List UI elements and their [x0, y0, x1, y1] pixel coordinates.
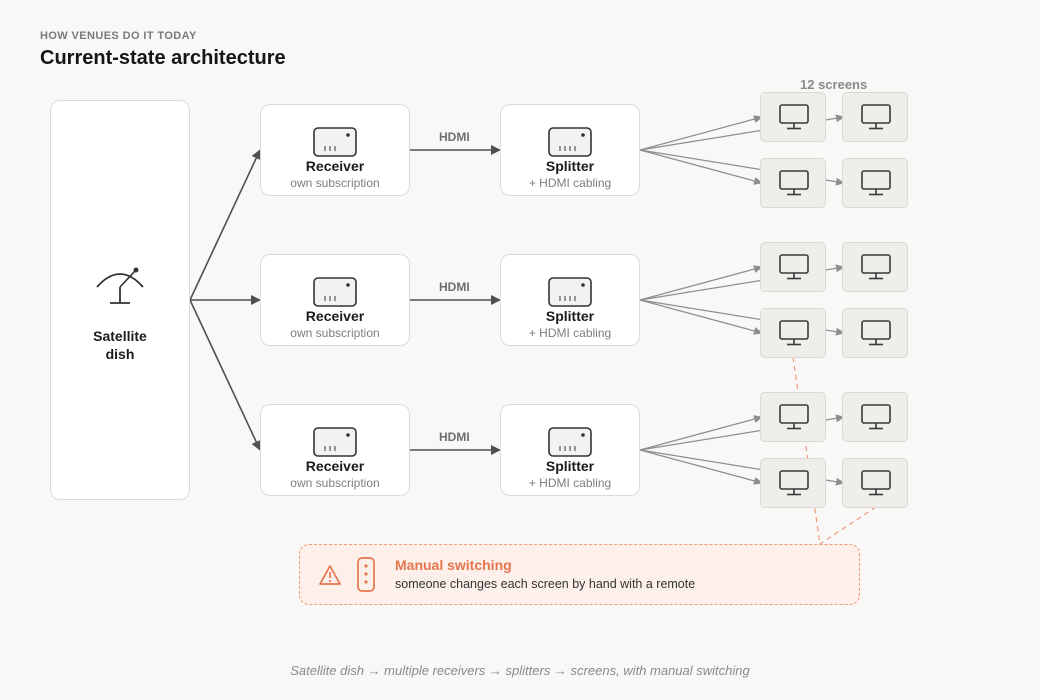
splitter-sub: + HDMI cabling — [528, 176, 612, 190]
splitter-node: Splitter + HDMI cabling — [500, 404, 640, 496]
monitor-icon — [779, 320, 809, 346]
fanout-1c — [639, 149, 763, 185]
eyebrow: HOW VENUES DO IT TODAY — [40, 30, 197, 42]
splitter-box-icon — [548, 127, 592, 162]
splitter-sub: + HDMI cabling — [528, 326, 612, 340]
splitter-label: Splitter — [545, 158, 595, 174]
screens-count-label: 12 screens — [800, 77, 868, 92]
receiver-sub: own subscription — [290, 476, 380, 490]
splitter-node: Splitter + HDMI cabling — [500, 254, 640, 346]
monitor-icon — [861, 104, 891, 130]
warning-triangle-icon — [318, 564, 342, 591]
receiver-node: Receiver own subscription — [260, 254, 410, 346]
splitter-node: Splitter + HDMI cabling — [500, 104, 640, 196]
splitter-box-icon — [548, 277, 592, 312]
fanout-3a — [639, 415, 763, 451]
monitor-icon — [779, 254, 809, 280]
monitor-icon — [861, 404, 891, 430]
receiver-label: Receiver — [305, 158, 365, 174]
hdmi-label: HDMI — [439, 130, 470, 144]
monitor-icon — [779, 404, 809, 430]
screen-tile — [842, 308, 908, 358]
dish-to-receiver-3-arrow — [189, 299, 261, 451]
splitter-box-icon — [548, 427, 592, 462]
screen-tile — [760, 158, 826, 208]
receiver-node: Receiver own subscription — [260, 104, 410, 196]
monitor-icon — [861, 470, 891, 496]
splitter-sub: + HDMI cabling — [528, 476, 612, 490]
warning-description: someone changes each screen by hand with… — [395, 577, 696, 591]
screen-tile — [760, 392, 826, 442]
remote-control-icon — [356, 557, 376, 598]
splitter-label: Splitter — [545, 458, 595, 474]
screen-tile — [842, 242, 908, 292]
screen-tile — [760, 308, 826, 358]
receiver-label: Receiver — [305, 458, 365, 474]
page-title: Current-state architecture — [40, 47, 286, 69]
receiver-box-icon — [313, 277, 357, 312]
monitor-icon — [861, 320, 891, 346]
monitor-icon — [861, 254, 891, 280]
splitter-label: Splitter — [545, 308, 595, 324]
callout-line-2 — [819, 506, 877, 545]
manual-switching-callout: Manual switching someone changes each sc… — [299, 544, 860, 605]
warning-title: Manual switching — [395, 557, 512, 573]
monitor-icon — [779, 170, 809, 196]
screen-tile — [842, 392, 908, 442]
fanout-2c — [639, 299, 763, 335]
screen-tile — [842, 158, 908, 208]
hdmi-label: HDMI — [439, 280, 470, 294]
monitor-icon — [779, 470, 809, 496]
callout-line-1 — [792, 356, 821, 545]
dish-to-receiver-1-arrow — [189, 149, 261, 301]
screen-tile — [842, 92, 908, 142]
receiver-box-icon — [313, 127, 357, 162]
screen-tile — [760, 242, 826, 292]
monitor-icon — [861, 170, 891, 196]
satellite-dish-label-line2: dish — [105, 346, 135, 362]
hdmi-label: HDMI — [439, 430, 470, 444]
receiver-sub: own subscription — [290, 176, 380, 190]
screen-tile — [760, 458, 826, 508]
receiver-sub: own subscription — [290, 326, 380, 340]
receiver-box-icon — [313, 427, 357, 462]
monitor-icon — [779, 104, 809, 130]
fanout-1a — [639, 115, 763, 151]
fanout-2a — [639, 265, 763, 301]
fanout-3c — [639, 449, 763, 485]
satellite-dish-label-line1: Satellite — [93, 328, 147, 344]
receiver-node: Receiver own subscription — [260, 404, 410, 496]
satellite-dish-icon — [93, 265, 147, 314]
receiver-label: Receiver — [305, 308, 365, 324]
satellite-dish-node: Satellite dish — [50, 100, 190, 500]
diagram-caption: Satellite dish → multiple receivers → sp… — [290, 663, 750, 678]
screen-tile — [842, 458, 908, 508]
screen-tile — [760, 92, 826, 142]
